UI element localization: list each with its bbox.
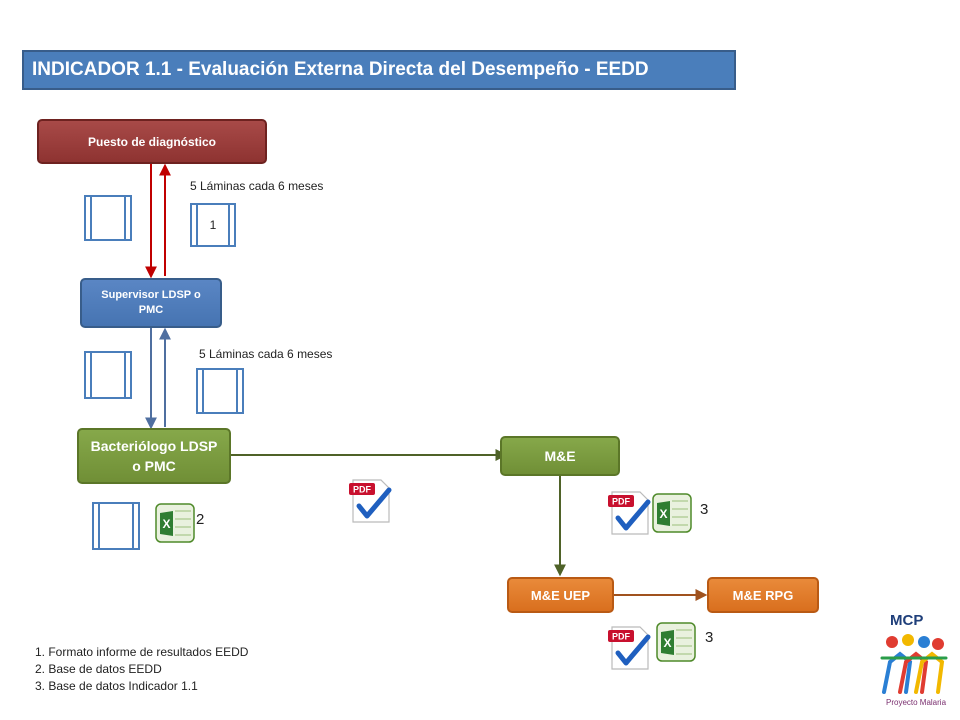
label-laminas-2: 5 Láminas cada 6 meses [199,347,333,361]
node-bacteriologo: Bacteriólogo LDSP o PMC [77,428,231,484]
ref-number-me: 3 [700,501,709,518]
node-me-uep: M&E UEP [507,577,614,613]
legend-item: 3. Base de datos Indicador 1.1 [35,679,198,693]
ref-number-me-uep: 3 [705,629,714,646]
pdf-check-icon: PDF [608,626,651,670]
node-supervisor: Supervisor LDSP o PMC [80,278,222,328]
pdf-check-icon: PDF [349,479,392,523]
node-puesto-diagnostico: Puesto de diagnóstico [37,119,267,164]
legend-item: 2. Base de datos EEDD [35,662,162,676]
svg-text:PDF: PDF [353,485,372,495]
document-icon [84,351,132,399]
doc-number-1: 1 [209,218,217,232]
legend-item: 1. Formato informe de resultados EEDD [35,645,249,659]
pdf-check-icon: PDF [608,491,651,535]
logo-subtext: Proyecto Malaria [886,698,947,707]
page-title: INDICADOR 1.1 - Evaluación Externa Direc… [22,50,736,90]
svg-text:X: X [663,636,671,650]
excel-icon: X [155,503,195,543]
document-icon [196,368,244,414]
people-icon [880,634,948,694]
excel-icon: X [652,493,692,533]
mcp-logo: MCP Proyecto Malaria [874,612,954,710]
legend: 1. Formato informe de resultados EEDD 2.… [35,644,248,695]
document-icon [92,502,140,550]
document-icon: 1 [190,203,236,247]
svg-text:X: X [659,507,667,521]
svg-text:PDF: PDF [612,632,631,642]
node-me-rpg: M&E RPG [707,577,819,613]
svg-text:X: X [162,517,170,531]
node-me: M&E [500,436,620,476]
excel-icon: X [656,622,696,662]
svg-text:PDF: PDF [612,497,631,507]
document-icon [84,195,132,241]
logo-text: MCP [890,612,924,629]
ref-number-bacteriologo: 2 [196,511,205,528]
label-laminas-1: 5 Láminas cada 6 meses [190,179,324,193]
